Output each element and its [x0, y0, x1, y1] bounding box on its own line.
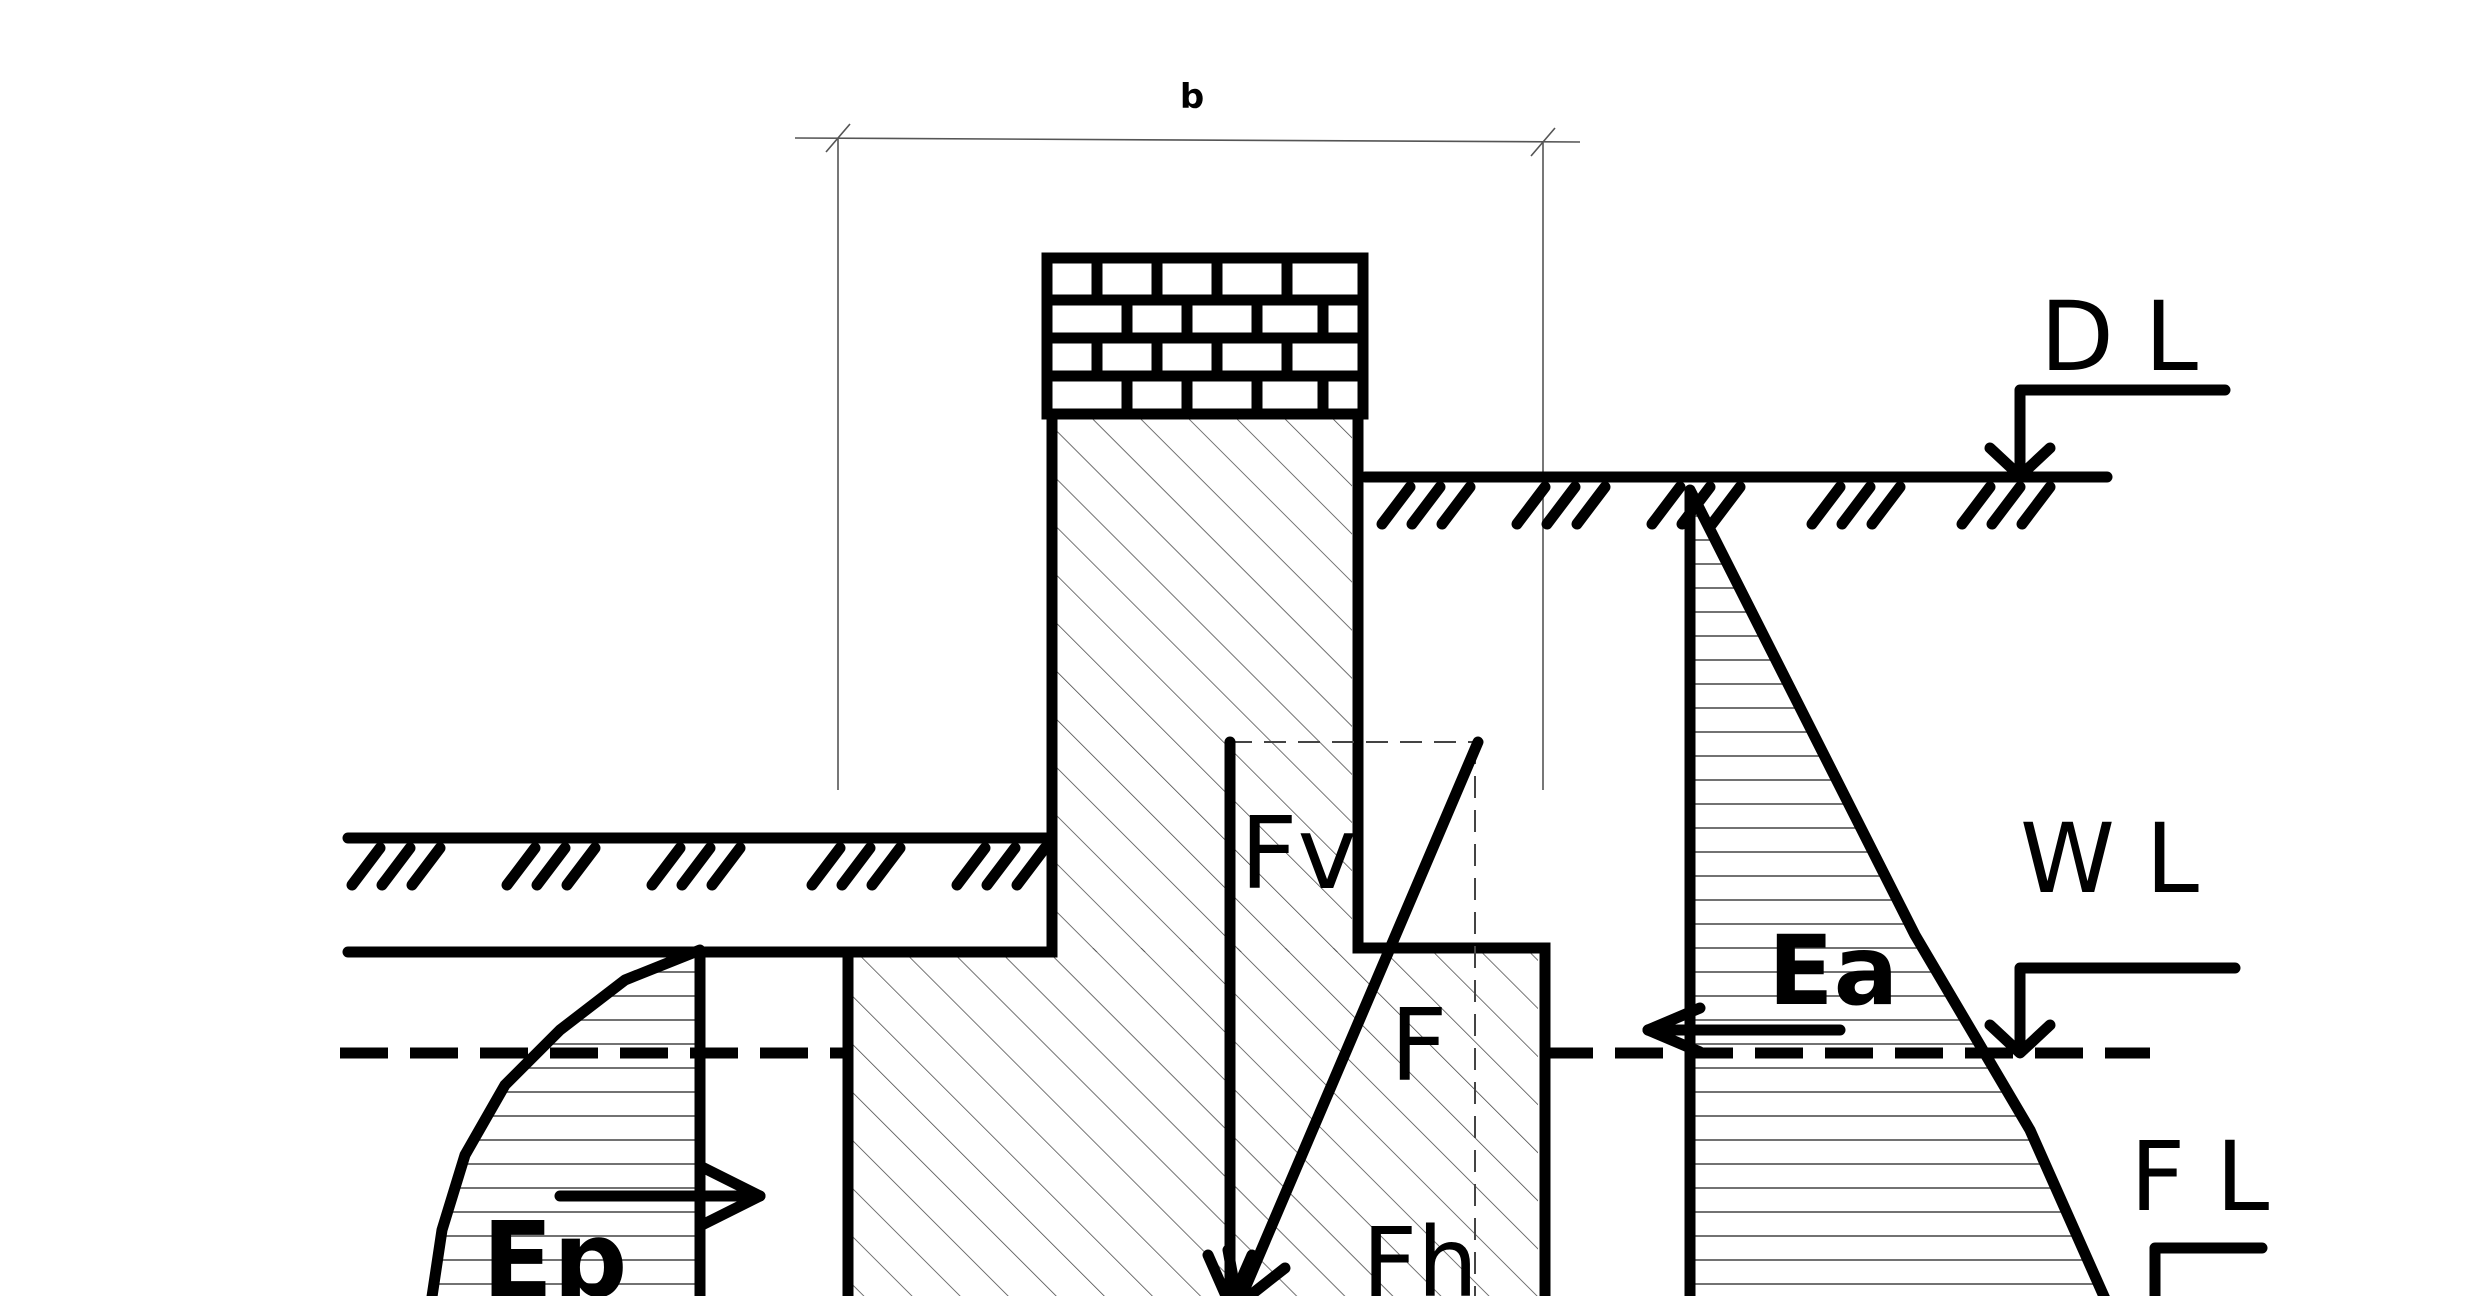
dimension-b-label: b [1180, 77, 1204, 117]
wall-body [848, 412, 1538, 1296]
active-pressure-arrow [1642, 1002, 1846, 1058]
active-pressure-diagram [1684, 484, 2110, 1296]
passive-pressure-label: Ep [482, 1199, 628, 1296]
vertical-force-arrow [1202, 736, 1258, 1296]
horizontal-force-label: Fh [1362, 1207, 1478, 1296]
right-ground [1359, 471, 2113, 530]
foundation-level-label: F L [2130, 1121, 2269, 1233]
passive-pressure-diagram [426, 944, 706, 1296]
resultant-force-arrow [1222, 736, 1484, 1296]
wall-coping [1041, 252, 1369, 420]
passive-pressure-arrow [554, 1160, 766, 1232]
water-level-label: W L [2020, 803, 2199, 915]
left-ground [342, 832, 1056, 891]
foundation-level-marker: F L [2130, 1121, 2269, 1296]
design-level-marker: D L [1984, 281, 2231, 482]
wall-outline [842, 414, 1551, 1296]
active-pressure-label: Ea [1768, 915, 1898, 1027]
water-level-marker: W L [1984, 803, 2241, 1059]
design-level-label: D L [2040, 281, 2198, 393]
vertical-force-label: Fv [1240, 795, 1357, 912]
resultant-force-dashed-guide [1230, 741, 1476, 1296]
resultant-force-label: F [1390, 987, 1448, 1104]
dimension-b: b [794, 77, 1581, 790]
